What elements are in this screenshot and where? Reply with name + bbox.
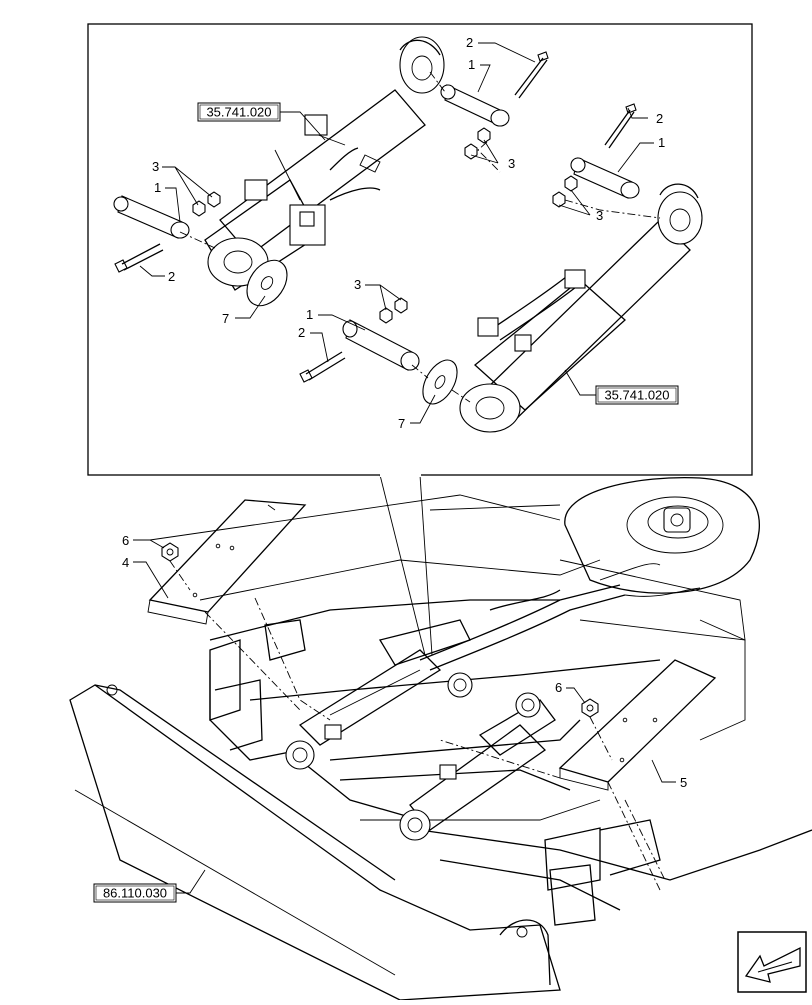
callout-1-lower-center: 1 xyxy=(306,307,313,322)
callout-3-upper-right: 3 xyxy=(596,208,603,223)
callout-6-right: 6 xyxy=(555,680,562,695)
callout-5: 5 xyxy=(680,775,687,790)
callout-2-left: 2 xyxy=(168,269,175,284)
callout-6-left: 6 xyxy=(122,533,129,548)
callout-2-lower-center: 2 xyxy=(298,325,305,340)
callout-7-lower: 7 xyxy=(398,416,405,431)
bolt-lower-center xyxy=(299,351,346,383)
blade-cylinder-right xyxy=(399,692,556,841)
cylinder-assembly-a xyxy=(204,36,445,291)
turntable xyxy=(559,476,761,741)
callout-1-upper-right: 1 xyxy=(658,135,665,150)
callout-3-lower-center: 3 xyxy=(354,277,361,292)
cylinder-assembly-b xyxy=(459,183,703,433)
callout-4: 4 xyxy=(122,555,129,570)
pin-upper-right xyxy=(570,157,640,199)
shim-left xyxy=(246,259,288,307)
nuts-upper-right xyxy=(552,175,578,208)
reference-label-cylinder-right: 35.741.020 xyxy=(604,388,669,403)
reference-box-cylinder-left[interactable]: 35.741.020 xyxy=(197,102,281,122)
pin-upper-center xyxy=(440,84,510,127)
reference-label-cylinder-left: 35.741.020 xyxy=(206,105,271,120)
cover-plate-right xyxy=(558,659,717,791)
shim-lower xyxy=(422,359,458,405)
cover-plate-left xyxy=(147,499,307,625)
nuts-upper-center xyxy=(464,127,491,160)
reference-label-blade: 86.110.030 xyxy=(103,886,167,901)
callout-2-upper-right: 2 xyxy=(656,111,663,126)
dozer-blade xyxy=(69,684,561,1001)
callout-7-left: 7 xyxy=(222,311,229,326)
callout-3-upper-center: 3 xyxy=(508,156,515,171)
bolt-left xyxy=(114,243,164,273)
reference-box-blade[interactable]: 86.110.030 xyxy=(93,883,177,903)
callout-2-upper-center: 2 xyxy=(466,35,473,50)
callout-labels: 2 1 3 2 1 3 3 1 2 7 3 1 2 7 6 4 6 5 xyxy=(122,35,687,790)
callout-1-left: 1 xyxy=(154,180,161,195)
arrow-down-left-icon[interactable] xyxy=(737,931,807,993)
callout-3-left: 3 xyxy=(152,159,159,174)
blade-cylinder-left xyxy=(285,619,473,770)
bolt-upper-right xyxy=(604,103,637,149)
reference-box-cylinder-right[interactable]: 35.741.020 xyxy=(595,385,679,405)
machine-overview xyxy=(69,379,812,1001)
nuts-lower-center xyxy=(379,297,408,324)
nut-left xyxy=(161,542,179,562)
callout-1-upper-center: 1 xyxy=(468,57,475,72)
leader-lines xyxy=(133,42,676,894)
nut-right xyxy=(581,698,599,718)
bolt-upper-center xyxy=(514,51,549,99)
